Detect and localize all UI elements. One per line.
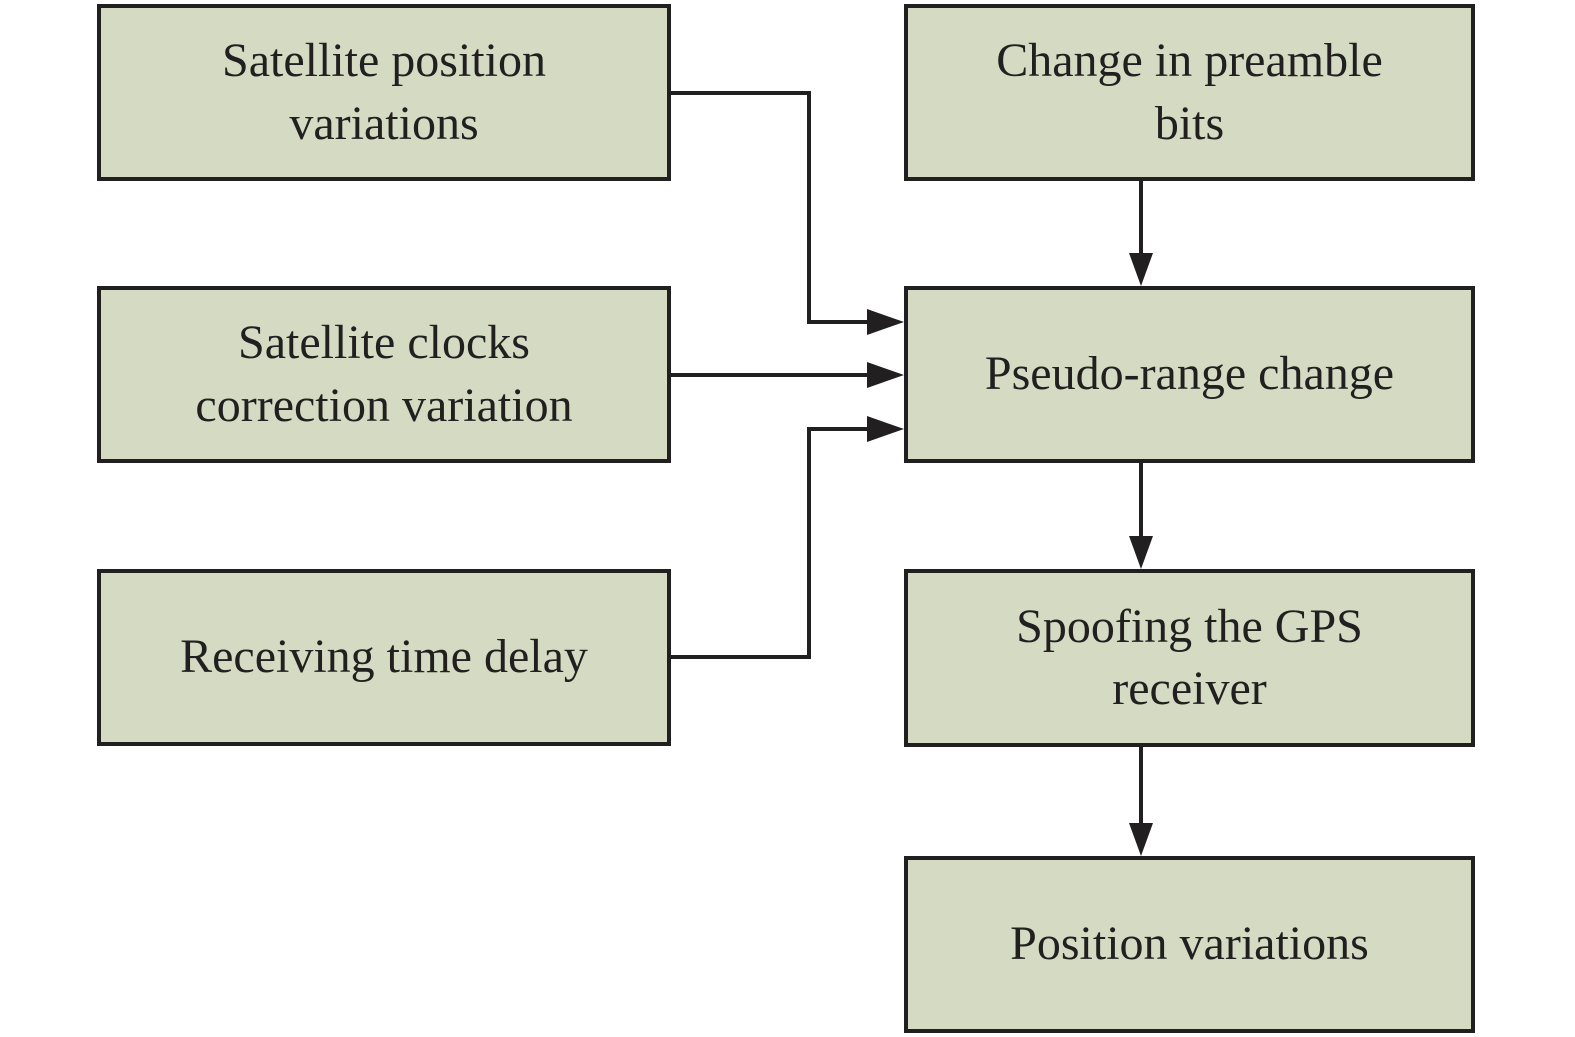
- node-label-line: variations: [289, 96, 479, 150]
- node-pseudo-range-change: Pseudo-range change: [904, 286, 1475, 463]
- node-label: Pseudo-range change: [985, 343, 1394, 405]
- arrowhead-satellite-clocks-to-pseudo-range: [867, 362, 904, 388]
- node-label-line: correction variation: [195, 378, 573, 432]
- node-satellite-position-variations: Satellite position variations: [97, 4, 671, 181]
- node-receiving-time-delay: Receiving time delay: [97, 569, 671, 746]
- node-label: Position variations: [1010, 913, 1369, 975]
- arrowhead-satellite-position-to-pseudo-range: [867, 309, 904, 335]
- node-label-line: Receiving time delay: [180, 630, 588, 684]
- arrowhead-spoofing-to-position-variations: [1129, 823, 1153, 856]
- node-spoofing-the-gps-receiver: Spoofing the GPS receiver: [904, 569, 1475, 747]
- node-label-line: Satellite clocks: [238, 316, 530, 370]
- arrowhead-receiving-delay-to-pseudo-range: [867, 416, 904, 442]
- node-label-line: bits: [1154, 96, 1225, 150]
- node-label-line: Satellite position: [222, 34, 546, 88]
- arrowhead-preamble-bits-to-pseudo-range: [1129, 253, 1153, 286]
- connector-receiving-delay-to-pseudo-range: [671, 427, 870, 659]
- node-label-line: Pseudo-range change: [984, 347, 1395, 401]
- node-label-line: Spoofing the GPS: [1016, 599, 1363, 653]
- node-position-variations: Position variations: [904, 856, 1475, 1033]
- node-label-line: Position variations: [1010, 917, 1369, 971]
- node-satellite-clocks-correction-variation: Satellite clocks correction variation: [97, 286, 671, 463]
- node-label: Satellite position variations: [222, 30, 546, 155]
- node-change-in-preamble-bits: Change in preamble bits: [904, 4, 1475, 181]
- arrowhead-pseudo-range-to-spoofing: [1129, 536, 1153, 569]
- node-label-line: receiver: [1112, 662, 1267, 715]
- node-label: Satellite clocks correction variation: [195, 312, 572, 437]
- node-label-line: Change in preamble: [996, 34, 1383, 88]
- node-label: Spoofing the GPS receiver: [1016, 596, 1363, 721]
- node-label: Receiving time delay: [180, 626, 588, 688]
- connector-satellite-position-to-pseudo-range: [671, 91, 870, 324]
- node-label: Change in preamble bits: [996, 30, 1383, 155]
